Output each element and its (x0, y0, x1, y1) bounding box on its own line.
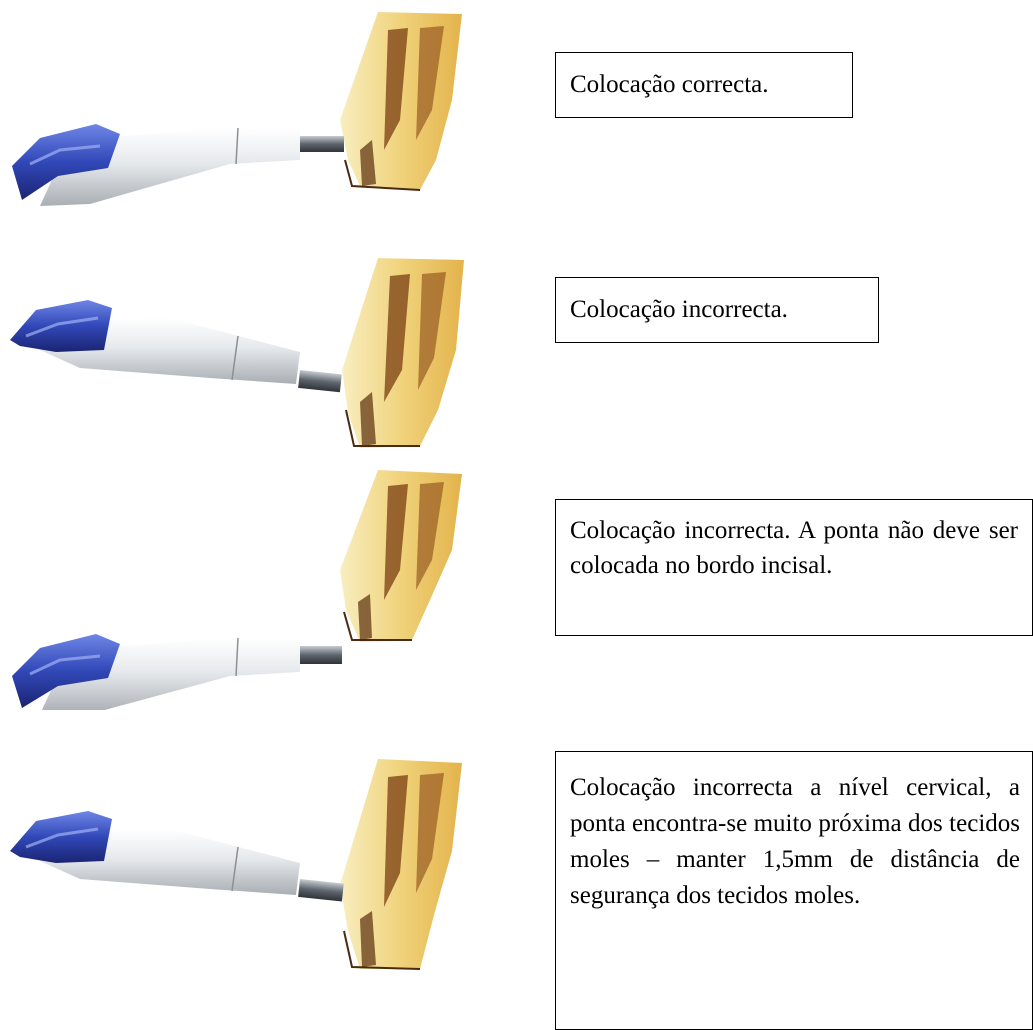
tooth-icon (340, 470, 462, 642)
ultrasonic-handpiece-icon (10, 300, 342, 393)
ultrasonic-handpiece-icon (12, 634, 342, 710)
figure-incorrect-placement-angle (0, 240, 480, 480)
figure-correct-placement (0, 0, 480, 240)
figure-incorrect-placement-incisal (0, 470, 480, 710)
incorrect-placement-angle-illustration (10, 258, 464, 448)
incorrect-placement-incisal-illustration (12, 470, 462, 710)
tooth-icon (340, 12, 462, 191)
caption-incorrect-placement-angle: Colocação incorrecta. (555, 277, 879, 343)
caption-incorrect-placement-cervical: Colocação incorrecta a nível cervical, a… (555, 751, 1033, 1030)
ultrasonic-handpiece-icon (10, 811, 344, 902)
incorrect-placement-cervical-illustration (10, 759, 462, 970)
caption-correct-placement: Colocação correcta. (555, 52, 853, 118)
tooth-icon (342, 258, 464, 448)
ultrasonic-handpiece-icon (12, 124, 344, 206)
correct-placement-illustration (12, 12, 462, 206)
tooth-icon (340, 759, 462, 970)
figure-incorrect-placement-cervical (0, 755, 480, 995)
caption-incorrect-placement-incisal: Colocação incorrecta. A ponta não deve s… (555, 499, 1033, 636)
